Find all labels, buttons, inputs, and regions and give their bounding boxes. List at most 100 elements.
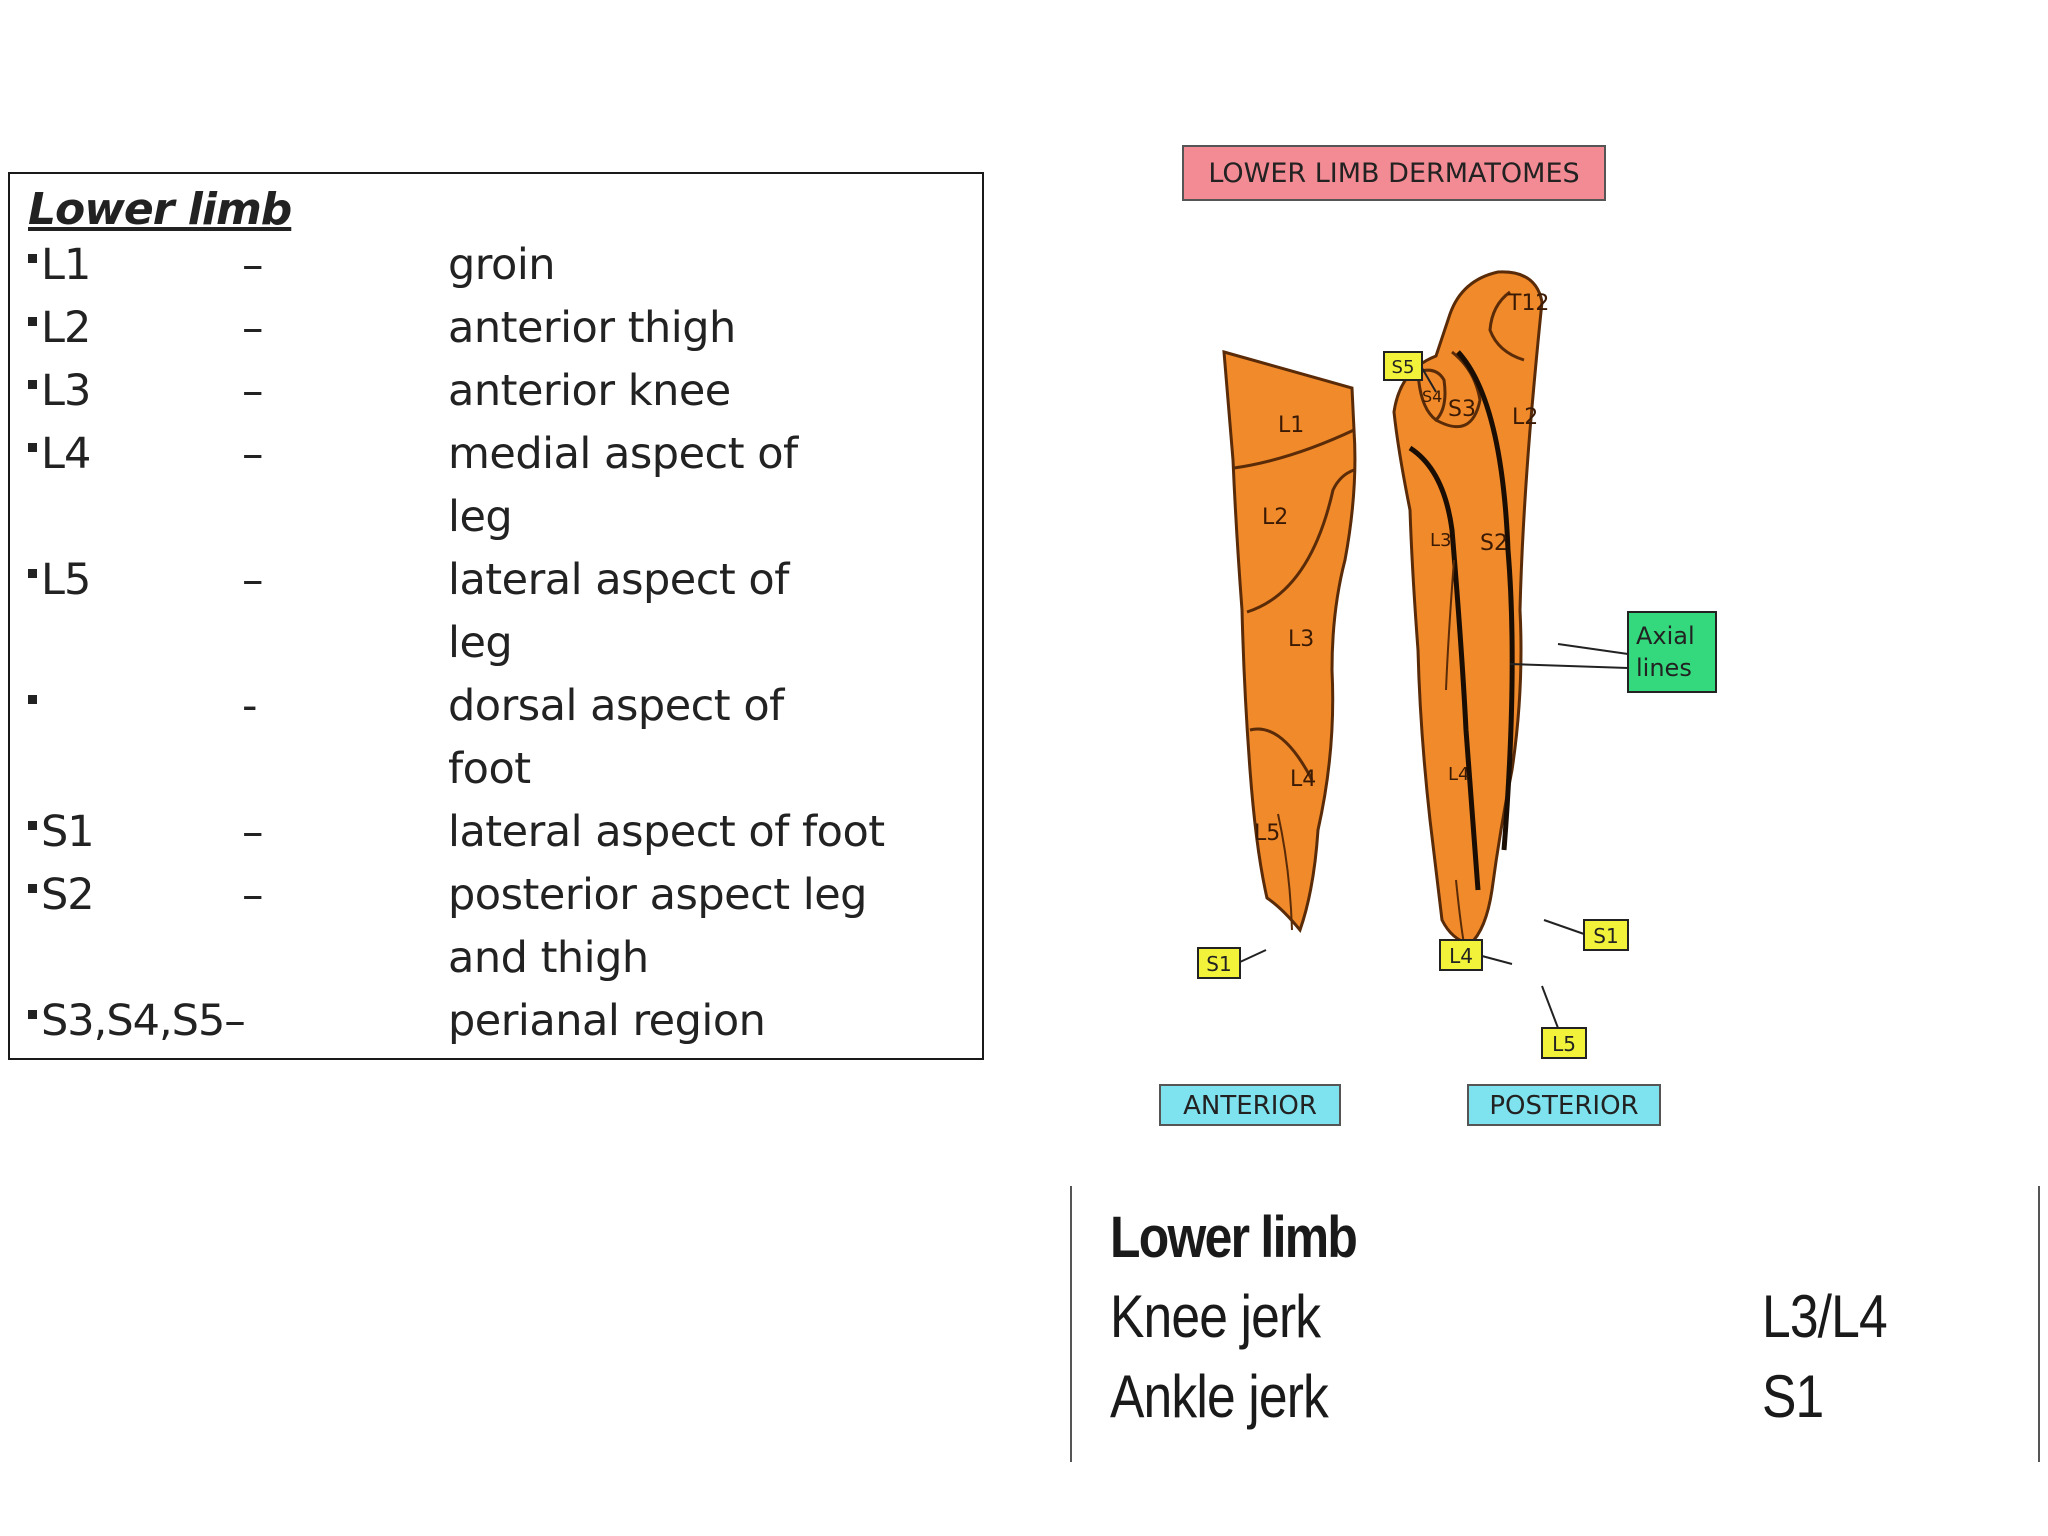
posterior-region-s3: S3 (1448, 397, 1476, 422)
posterior-region-l4: L4 (1448, 764, 1469, 785)
row-desc: lateral aspect of (448, 555, 789, 605)
row-dash: – (242, 366, 264, 416)
axial-line-lateral (1456, 350, 1515, 851)
anterior-leg-shape (1222, 349, 1357, 934)
axial-lines-label: Axial lines (1509, 611, 1717, 693)
posterior-region-s2: S2 (1480, 531, 1508, 556)
reflex-row: Knee jerk L3/L4 (1072, 1282, 2038, 1362)
bullet-icon (28, 569, 37, 578)
row-code: S1 (41, 807, 95, 857)
row-desc: leg (448, 492, 513, 542)
reflex-table: Lower limb Knee jerk L3/L4 Ankle jerk S1 (1070, 1186, 2040, 1462)
table-row: L1 – groin (10, 234, 982, 297)
posterior-view-label: POSTERIOR (1467, 1084, 1661, 1126)
row-code: S3,S4,S5 (41, 996, 225, 1046)
reflex-row: Ankle jerk S1 (1072, 1362, 2038, 1442)
bullet-icon (28, 443, 37, 452)
row-desc: groin (448, 240, 556, 290)
l4-label-text: L4 (1449, 944, 1473, 968)
reflex-level: L3/L4 (1762, 1283, 1888, 1350)
table-row: S2 – posterior aspect leg (10, 864, 982, 927)
table-row-continuation: foot (10, 738, 982, 801)
bullet-icon (28, 317, 37, 326)
posterior-region-s4-shape (1416, 368, 1447, 422)
posterior-region-l2: L2 (1512, 405, 1538, 430)
anterior-boundary-l3-l4 (1249, 727, 1314, 781)
posterior-region-s4: S4 (1422, 387, 1442, 406)
axial-line-medial (1408, 445, 1481, 891)
anterior-boundary-l1-l2 (1233, 428, 1355, 470)
posterior-label: POSTERIOR (1489, 1091, 1638, 1121)
reflex-title: Lower limb (1110, 1205, 1358, 1270)
bullet-icon (28, 821, 37, 830)
table-row: - dorsal aspect of (10, 675, 982, 738)
row-desc: medial aspect of (448, 429, 798, 479)
row-code: S2 (41, 870, 95, 920)
figure-title-box: LOWER LIMB DERMATOMES (1182, 145, 1606, 201)
bullet-icon (28, 1010, 37, 1019)
dermatome-figure: LOWER LIMB DERMATOMES L1 L2 L3 L4 L5 T12… (1159, 145, 1717, 1126)
axial-label-line1: Axial (1636, 622, 1695, 650)
bullet-icon (28, 884, 37, 893)
posterior-leg: T12 S3 S4 L2 S2 L3 L4 (1392, 270, 1549, 946)
row-dash: – (242, 240, 264, 290)
row-dash: – (242, 429, 264, 479)
anterior-label: ANTERIOR (1183, 1091, 1317, 1121)
row-desc: anterior thigh (448, 303, 736, 353)
s1-posterior-label: S1 (1543, 919, 1629, 951)
row-code: L4 (41, 429, 91, 479)
row-desc: lateral aspect of foot (448, 807, 885, 857)
row-desc: leg (448, 618, 513, 668)
reflex-name: Knee jerk (1110, 1283, 1321, 1350)
row-dash: – (242, 807, 264, 857)
posterior-boundary-l3 (1445, 559, 1455, 691)
reflex-level: S1 (1762, 1363, 1824, 1430)
table-row: L5 – lateral aspect of (10, 549, 982, 612)
table-row: S3,S4,S5– perianal region (10, 990, 982, 1053)
s1-anterior-label: S1 (1197, 947, 1267, 979)
anterior-region-l3: L3 (1288, 627, 1314, 652)
bullet-icon (28, 254, 37, 263)
s5-label: S5 (1383, 351, 1437, 393)
posterior-leg-shape (1392, 270, 1544, 946)
bullet-icon (28, 380, 37, 389)
row-code: L1 (41, 240, 91, 290)
reflex-name: Ankle jerk (1110, 1363, 1329, 1430)
anterior-view-label: ANTERIOR (1159, 1084, 1341, 1126)
anterior-region-l2: L2 (1262, 505, 1288, 530)
row-desc: foot (448, 744, 531, 794)
row-dash: – (242, 555, 264, 605)
table-title: Lower limb (28, 184, 292, 235)
row-code: L3 (41, 366, 91, 416)
posterior-boundary-s3 (1435, 350, 1482, 429)
dermatome-table: Lower limb L1 – groin L2 – anterior thig… (8, 172, 984, 1060)
row-desc: posterior aspect leg (448, 870, 867, 920)
figure-title: LOWER LIMB DERMATOMES (1208, 158, 1579, 189)
l5-label: L5 (1541, 985, 1587, 1059)
anterior-region-l4: L4 (1290, 767, 1316, 792)
posterior-region-l3: L3 (1430, 530, 1451, 551)
table-row: L3 – anterior knee (10, 360, 982, 423)
row-dash: - (242, 681, 258, 731)
posterior-boundary-t12 (1488, 290, 1525, 362)
row-dash: – (242, 870, 264, 920)
row-desc: and thigh (448, 933, 649, 983)
anterior-leg: L1 L2 L3 L4 L5 (1222, 349, 1357, 934)
axial-label-line2: lines (1636, 654, 1692, 682)
row-desc: anterior knee (448, 366, 731, 416)
row-dash: – (242, 303, 264, 353)
table-row-continuation: leg (10, 486, 982, 549)
row-desc: dorsal aspect of (448, 681, 784, 731)
row-code: L2 (41, 303, 91, 353)
table-row-continuation: leg (10, 612, 982, 675)
table-row-continuation: and thigh (10, 927, 982, 990)
anterior-region-l1: L1 (1278, 413, 1304, 438)
bullet-icon (28, 695, 37, 704)
row-desc: perianal region (448, 996, 766, 1046)
s5-label-text: S5 (1392, 357, 1415, 378)
posterior-region-t12: T12 (1507, 291, 1549, 316)
anterior-boundary-l2-l3 (1246, 468, 1355, 614)
table-row: S1 – lateral aspect of foot (10, 801, 982, 864)
row-dash: – (224, 996, 245, 1046)
l4-label: L4 (1439, 939, 1513, 971)
